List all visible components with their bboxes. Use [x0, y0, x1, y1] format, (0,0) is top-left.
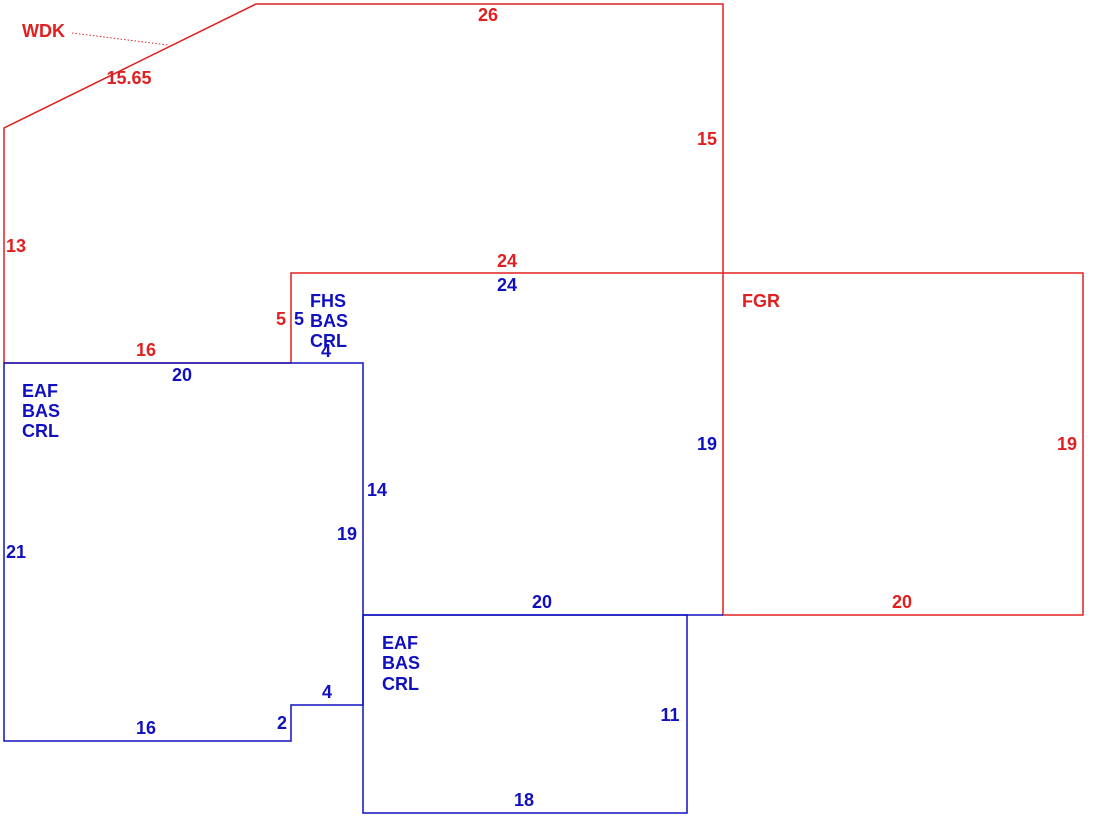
eaf-bottom-line-2: BAS	[382, 653, 420, 673]
eaf-left-line-1: EAF	[22, 381, 58, 401]
wdk-left-dim: 13	[6, 236, 26, 256]
wdk-bottom-right-dim: 24	[497, 251, 517, 271]
wdk-top-dim: 26	[478, 5, 498, 25]
fhs-bottom-dim: 20	[532, 592, 552, 612]
fhs-notch-dim: 4	[321, 341, 331, 361]
wdk-outline	[3, 3, 724, 363]
fhs-top-dim: 24	[497, 275, 517, 295]
eaf-left-step-v-dim: 2	[277, 713, 287, 733]
fhs-left-dim: 5	[294, 309, 304, 329]
fgr-right-dim: 19	[1057, 434, 1077, 454]
eaf-left-outline	[3, 362, 364, 742]
fgr-bottom-dim: 20	[892, 592, 912, 612]
eaf-left-step-h-dim: 4	[322, 682, 332, 702]
wdk-step-dim: 5	[276, 309, 286, 329]
eaf-left-line-2: BAS	[22, 401, 60, 421]
eaf-bottom-line-1: EAF	[382, 633, 418, 653]
eaf-left-bottom-dim: 16	[136, 718, 156, 738]
wdk-leader-line	[71, 32, 169, 46]
fhs-line-1: FHS	[310, 291, 346, 311]
eaf-left-left-dim: 21	[6, 542, 26, 562]
fhs-line-3: CRL	[310, 331, 347, 351]
eaf-bottom-bottom-dim: 18	[514, 790, 534, 810]
eaf-left-right-dim: 19	[337, 524, 357, 544]
eaf-left-line-3: CRL	[22, 421, 59, 441]
fhs-right-dim: 19	[697, 434, 717, 454]
fgr-name-label: FGR	[742, 291, 780, 311]
fhs-line-2: BAS	[310, 311, 348, 331]
wdk-bottom-left-dim: 16	[136, 340, 156, 360]
wdk-inner-outline	[4, 272, 723, 364]
fgr-outline	[722, 272, 1084, 616]
eaf-bottom-right-dim: 11	[660, 705, 679, 725]
wdk-slant-dim: 15.65	[106, 68, 151, 88]
wdk-name-label: WDK	[22, 21, 65, 41]
eaf-left-top-dim: 20	[172, 365, 192, 385]
eaf-bottom-line-3: CRL	[382, 674, 419, 694]
fhs-inner-left-dim: 14	[367, 480, 387, 500]
wdk-right-dim: 15	[697, 129, 717, 149]
